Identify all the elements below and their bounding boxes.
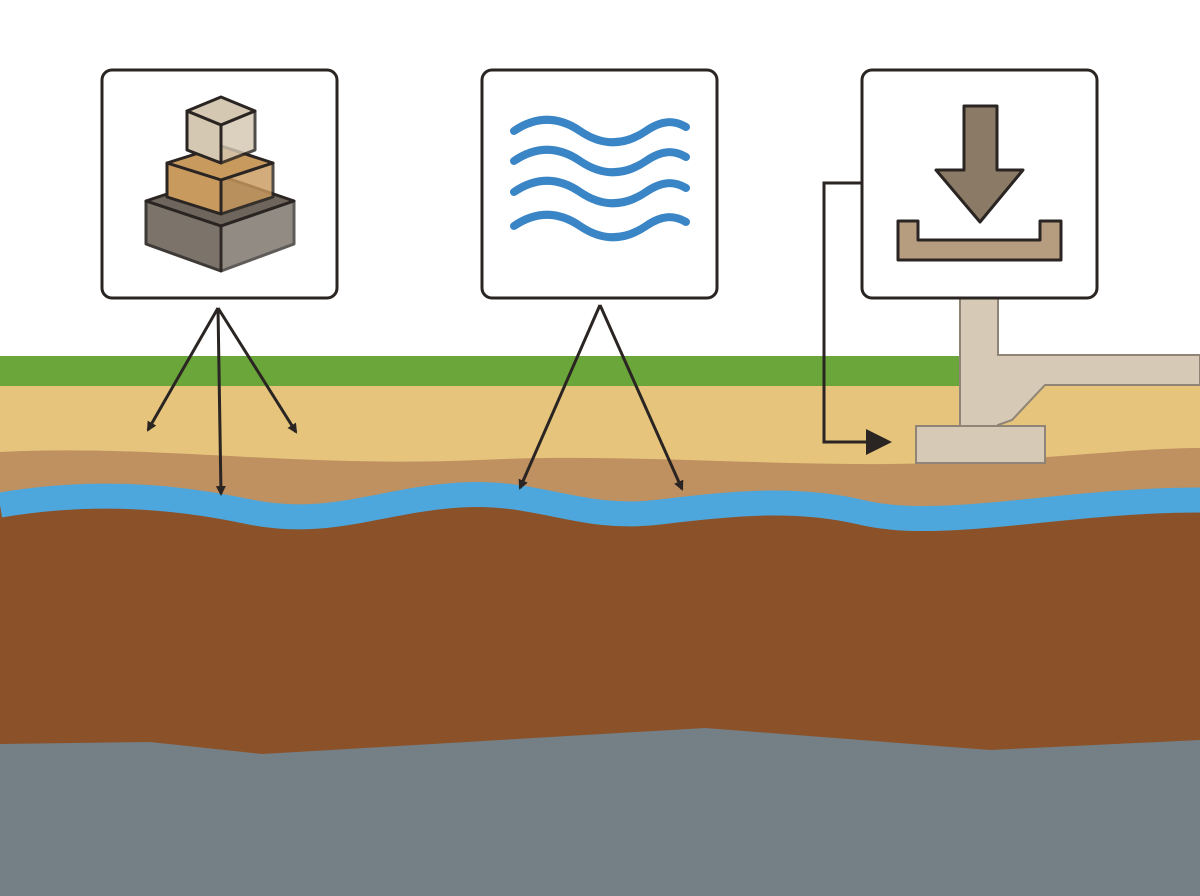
panel-foundation-load (860, 68, 1099, 300)
groundwater-arrows (518, 304, 684, 491)
foundation-structure (915, 297, 1200, 464)
arrow-left (146, 307, 220, 432)
foundation-slab (959, 297, 1200, 429)
arrow-left (518, 304, 602, 490)
arrow-right (598, 304, 684, 491)
arrow-center (215, 307, 226, 496)
connector-line (822, 181, 892, 455)
downward-load-icon (896, 104, 1063, 262)
load-tray (896, 219, 1063, 262)
load-arrow (934, 104, 1025, 224)
stacked-blocks-icon (144, 95, 296, 273)
panel-soil-layers (100, 68, 339, 300)
footing-base (915, 425, 1046, 464)
arrow-right (216, 307, 298, 434)
water-table-band (0, 481, 1200, 532)
soil-layers-arrows (146, 307, 298, 496)
panel-groundwater (480, 68, 719, 300)
load-connector (822, 181, 892, 455)
water-waves-icon (510, 115, 690, 242)
bedrock-layer (0, 728, 1200, 896)
